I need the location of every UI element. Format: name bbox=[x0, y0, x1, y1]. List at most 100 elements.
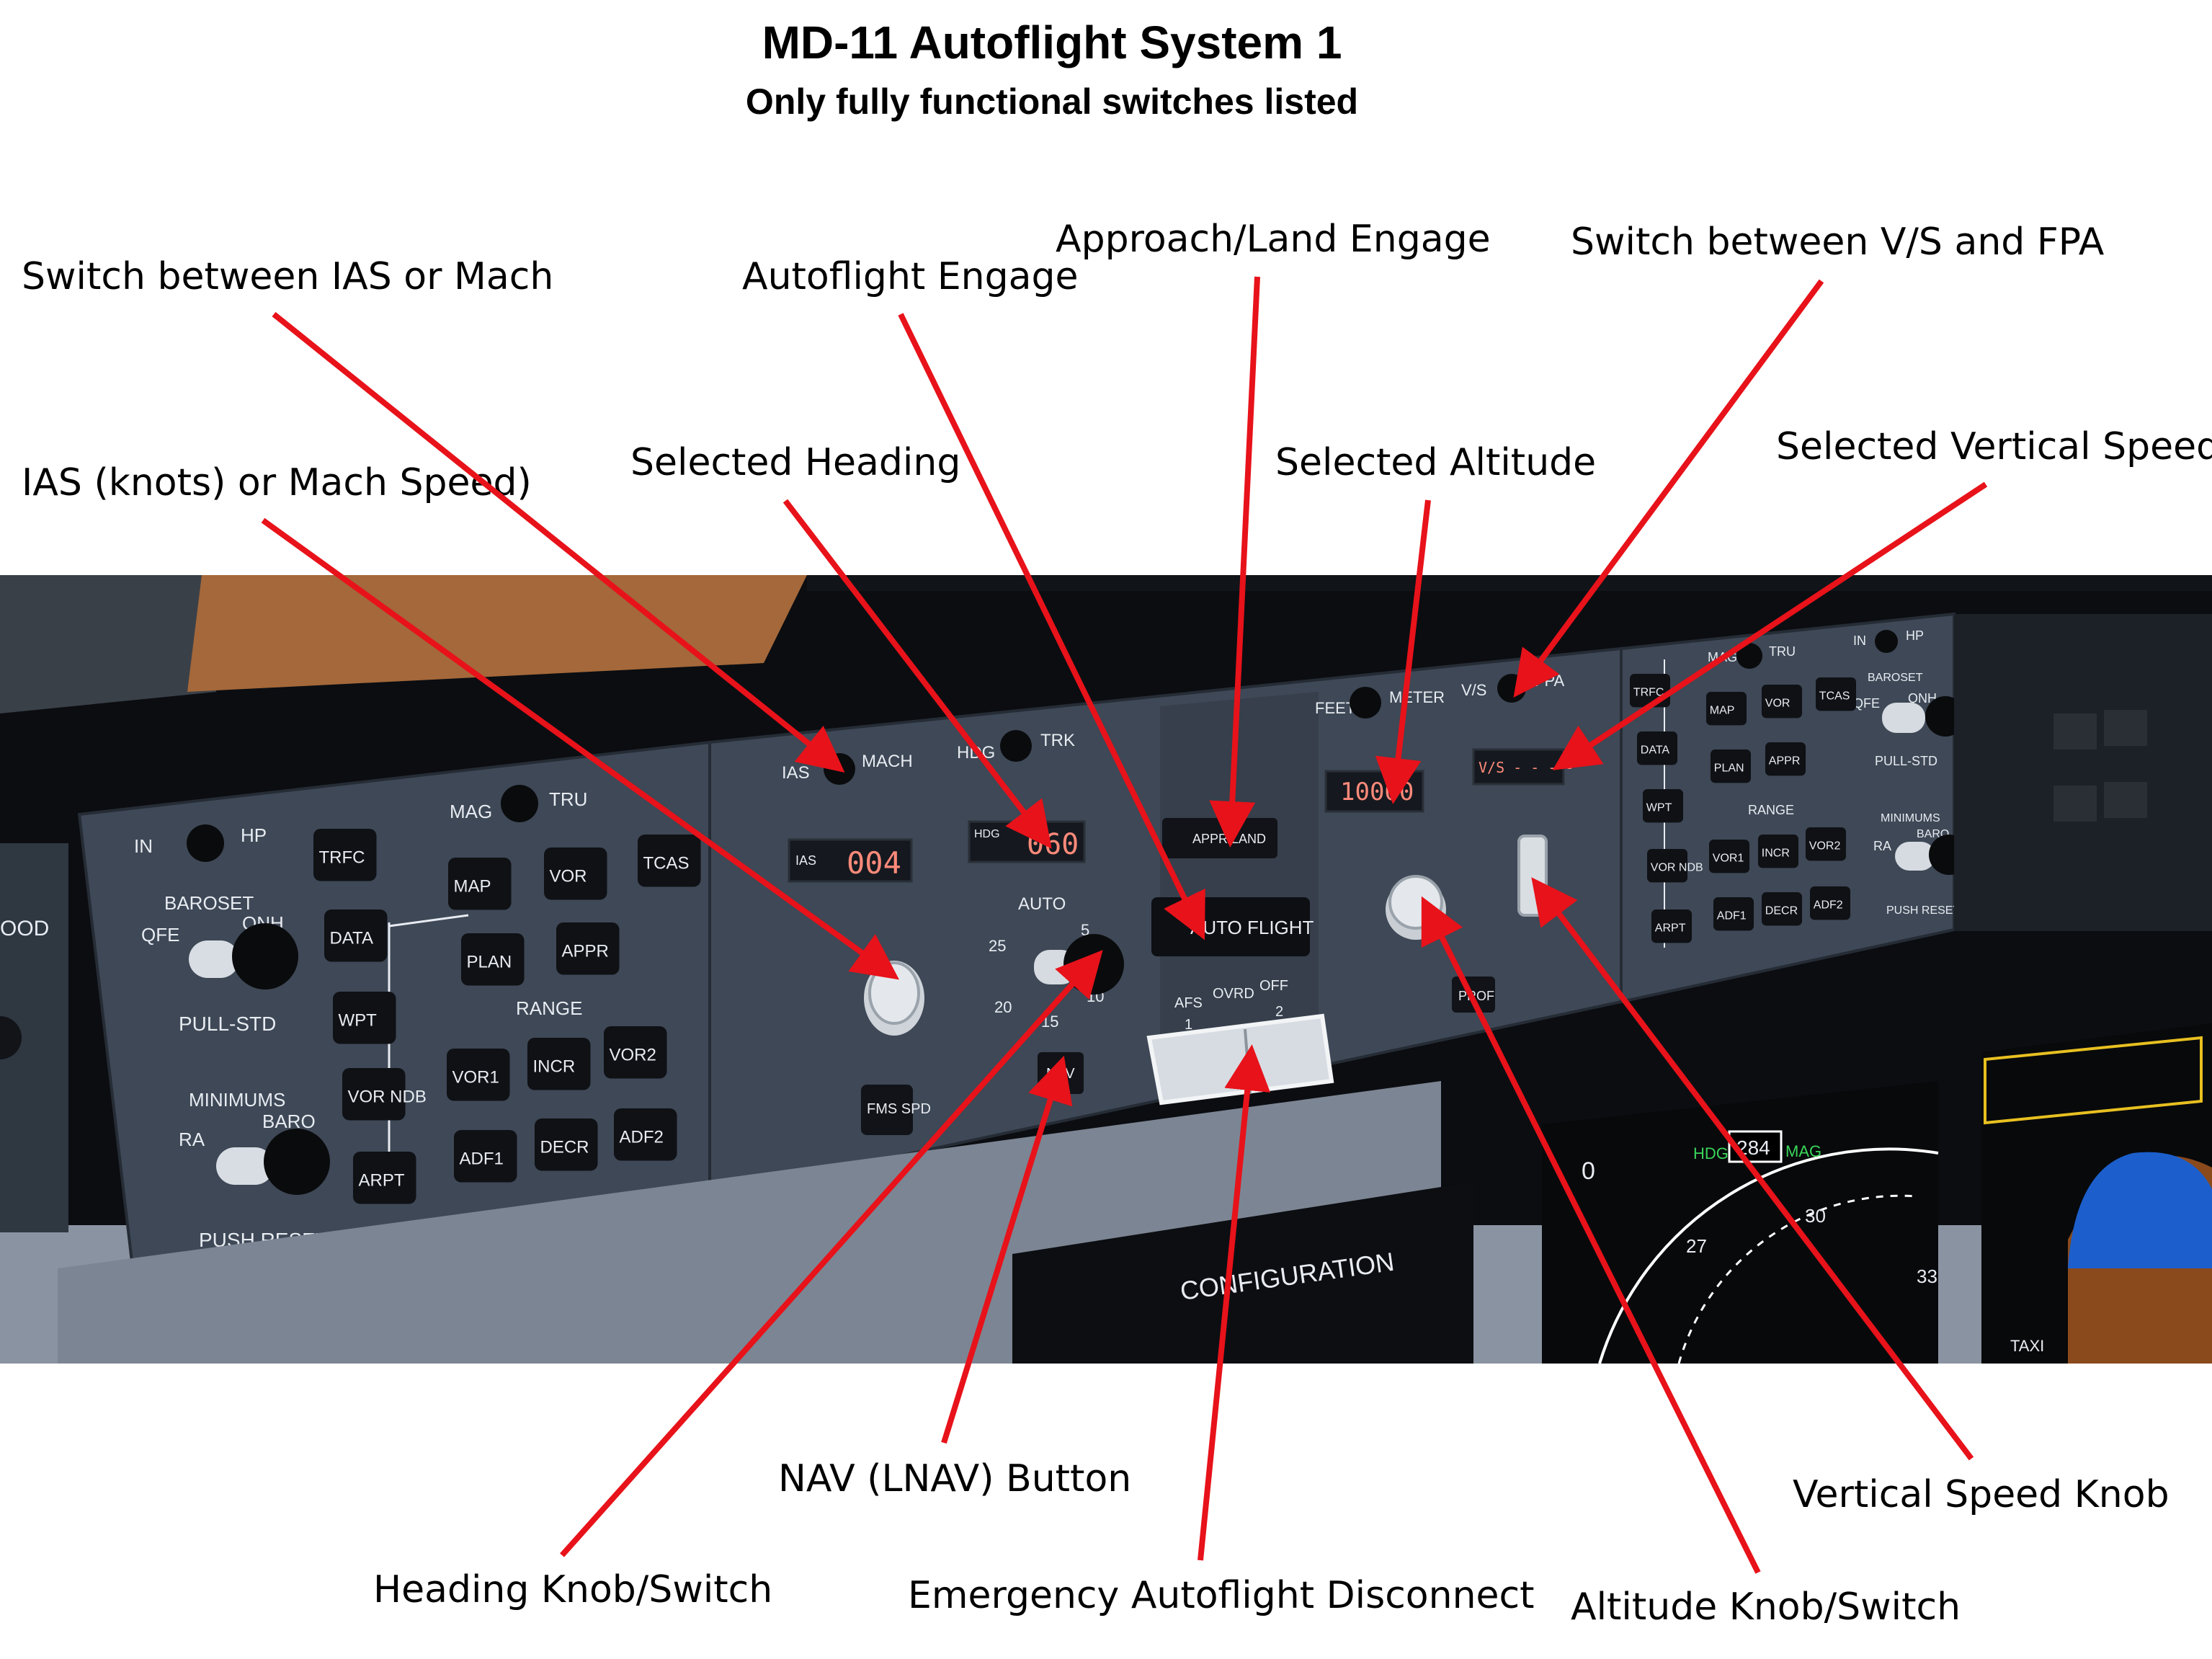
fms-spd-label: FMS SPD bbox=[867, 1101, 931, 1117]
nd-mark-33: 33 bbox=[1917, 1266, 1937, 1287]
left-efis-button-label: TRFC bbox=[319, 848, 365, 868]
right-efis-button[interactable] bbox=[1806, 827, 1846, 861]
right-mag-label: MAG bbox=[1708, 650, 1737, 664]
meter-label: METER bbox=[1389, 688, 1445, 706]
left-efis-button[interactable] bbox=[454, 1130, 517, 1183]
right-efis-button-label: DECR bbox=[1765, 904, 1798, 917]
nd-heading-value: 284 bbox=[1736, 1137, 1770, 1159]
heading-knob[interactable] bbox=[1063, 934, 1124, 995]
right-efis-button[interactable] bbox=[1647, 849, 1687, 883]
nd-mark-0: 0 bbox=[1582, 1157, 1595, 1185]
right-in-hp-switch[interactable] bbox=[1875, 630, 1898, 653]
hdg-label: HDG bbox=[957, 743, 995, 762]
left-minimums-label: MINIMUMS bbox=[189, 1089, 285, 1111]
left-minimums-knob[interactable] bbox=[264, 1129, 330, 1195]
right-efis-button-label: VOR NDB bbox=[1651, 861, 1703, 873]
right-qfe-label: QFE bbox=[1853, 696, 1880, 711]
left-efis-button[interactable] bbox=[447, 1049, 510, 1101]
ias-mach-switch[interactable] bbox=[824, 753, 855, 785]
left-efis-button[interactable] bbox=[342, 1068, 406, 1121]
left-baroset-knob[interactable] bbox=[232, 923, 298, 989]
left-efis-button-label: ADF2 bbox=[620, 1128, 664, 1147]
right-efis-button-label: ADF2 bbox=[1814, 899, 1843, 911]
left-efis-button[interactable] bbox=[353, 1152, 416, 1204]
left-efis-button-label: ARPT bbox=[359, 1171, 405, 1191]
left-pull-std-label: PULL-STD bbox=[179, 1013, 276, 1035]
right-minimums-label: MINIMUMS bbox=[1881, 812, 1940, 824]
right-efis-button-label: VOR bbox=[1765, 697, 1790, 709]
left-mag-label: MAG bbox=[450, 801, 492, 822]
left-qfe-label: QFE bbox=[141, 924, 179, 946]
left-efis-button-label: PLAN bbox=[467, 953, 512, 972]
appr-land-label: APPR/LAND bbox=[1192, 832, 1266, 846]
right-ra-label: RA bbox=[1873, 839, 1891, 853]
off-label: OFF bbox=[1259, 978, 1288, 994]
right-efis-button[interactable] bbox=[1709, 840, 1749, 873]
left-efis-button-label: WPT bbox=[339, 1011, 378, 1031]
autoflight-panel-photo: OOD IN HP BAROSET QFE QNH PULL-STD MINIM… bbox=[0, 575, 2212, 1364]
right-efis-button-label: TRFC bbox=[1633, 686, 1664, 698]
left-in-hp-switch[interactable] bbox=[187, 824, 224, 862]
vs-fpa-switch[interactable] bbox=[1497, 674, 1526, 703]
callout-heading-knob: Heading Knob/Switch bbox=[373, 1568, 773, 1611]
left-efis-button-label: DECR bbox=[540, 1138, 589, 1157]
callout-selected-altitude: Selected Altitude bbox=[1275, 441, 1597, 484]
right-mag-tru-switch[interactable] bbox=[1736, 643, 1762, 669]
speed-knob[interactable] bbox=[868, 961, 920, 1025]
hdg-trk-switch[interactable] bbox=[1000, 730, 1032, 762]
left-hp-label: HP bbox=[241, 824, 267, 846]
altitude-display: 10000 bbox=[1340, 778, 1414, 806]
trk-label: TRK bbox=[1040, 731, 1075, 750]
left-mag-tru-switch[interactable] bbox=[501, 785, 538, 822]
callout-emergency-disconnect: Emergency Autoflight Disconnect bbox=[908, 1574, 1535, 1617]
altitude-knob[interactable] bbox=[1388, 875, 1443, 930]
callout-ias-speed: IAS (knots) or Mach Speed) bbox=[22, 461, 532, 504]
left-baro-label: BARO bbox=[262, 1111, 316, 1132]
right-efis-button-label: ARPT bbox=[1655, 922, 1686, 934]
nd-mag-label: MAG bbox=[1785, 1142, 1821, 1160]
nd-hdg-label: HDG bbox=[1693, 1144, 1729, 1162]
fpa-label: FPA bbox=[1535, 672, 1564, 690]
right-efis-button[interactable] bbox=[1758, 835, 1798, 868]
right-range-label: RANGE bbox=[1748, 803, 1794, 817]
callout-selected-vs: Selected Vertical Speed bbox=[1776, 425, 2212, 468]
nav-label: NAV bbox=[1046, 1066, 1075, 1082]
right-efis-button-label: TCAS bbox=[1819, 690, 1850, 702]
callout-altitude-knob: Altitude Knob/Switch bbox=[1571, 1585, 1961, 1629]
left-efis-button-label: VOR bbox=[550, 867, 587, 886]
left-efis-button[interactable] bbox=[333, 992, 396, 1044]
auto-label: AUTO bbox=[1018, 894, 1066, 914]
left-ra-label: RA bbox=[179, 1129, 205, 1150]
left-efis-button-label: VOR2 bbox=[610, 1046, 656, 1065]
hdg-window-label: HDG bbox=[974, 828, 1000, 840]
right-efis-button-label: ADF1 bbox=[1717, 909, 1747, 922]
windshield-frame bbox=[0, 575, 231, 713]
left-efis-button-label: TCAS bbox=[643, 854, 690, 873]
feet-meter-switch[interactable] bbox=[1350, 687, 1381, 719]
right-efis-button[interactable] bbox=[1643, 789, 1683, 823]
left-efis-button-label: DATA bbox=[330, 929, 373, 948]
callout-vs-fpa-switch: Switch between V/S and FPA bbox=[1571, 221, 2105, 264]
speed-display: 004 bbox=[847, 845, 901, 881]
diagram-title: MD-11 Autoflight System 1 bbox=[762, 17, 1342, 68]
right-pull-std-label: PULL-STD bbox=[1875, 754, 1937, 768]
bank-15: 15 bbox=[1041, 1013, 1058, 1031]
left-efis-button-label: INCR bbox=[533, 1057, 576, 1077]
vs-label: V/S bbox=[1461, 681, 1486, 699]
right-in-label: IN bbox=[1853, 633, 1866, 648]
auto-flight-label: AUTO FLIGHT bbox=[1190, 917, 1314, 938]
callout-nav-button: NAV (LNAV) Button bbox=[778, 1457, 1132, 1500]
bank-20: 20 bbox=[994, 998, 1012, 1016]
flight-guidance-control-panel: IAS MACH IAS 004 FMS SPD HDG TRK HDG 060… bbox=[708, 646, 1623, 1198]
right-efis-button-label: PLAN bbox=[1714, 762, 1744, 774]
navigation-display bbox=[1542, 1081, 1938, 1364]
right-efis-button-label: INCR bbox=[1762, 847, 1790, 859]
pfd-taxi-label: TAXI bbox=[2010, 1337, 2044, 1355]
right-hp-label: HP bbox=[1906, 628, 1924, 643]
callout-ias-mach-switch: Switch between IAS or Mach bbox=[22, 255, 554, 298]
nd-mark-27: 27 bbox=[1686, 1235, 1707, 1257]
right-efis-button-label: APPR bbox=[1769, 755, 1801, 767]
right-efis-button-label: VOR2 bbox=[1809, 840, 1841, 852]
vs-thumbwheel[interactable] bbox=[1517, 835, 1548, 917]
heading-display: 060 bbox=[1027, 828, 1079, 861]
